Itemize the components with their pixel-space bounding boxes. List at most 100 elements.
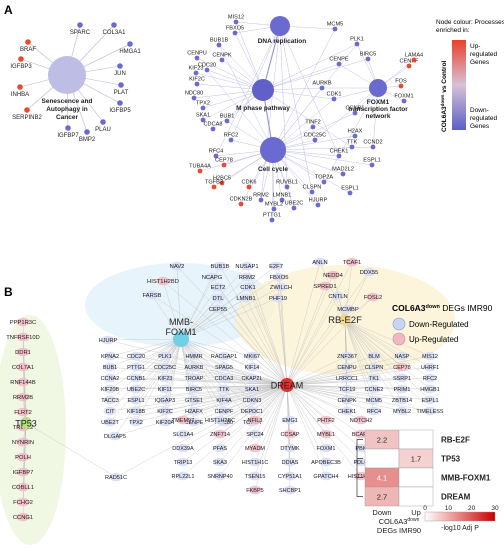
gene-label-phtf2: PHTF2 <box>317 418 334 424</box>
cycle-edge <box>262 58 369 91</box>
gene-label-cenpu: CENPU <box>337 365 356 371</box>
gene-label-cenpe: CENPE <box>185 420 204 426</box>
gene-node-depdc1 <box>245 406 259 416</box>
gene-node-pttg1 <box>269 217 275 223</box>
gene-label-hist1h2bd: HIST1H2BD <box>147 279 179 285</box>
gene-label-blm: BLM <box>368 354 380 360</box>
cycle-edge <box>272 149 373 166</box>
network-edge <box>344 319 431 357</box>
gene-label-cdc20: CDC20 <box>127 354 145 360</box>
gene-label-gpatch4: GPATCH4 <box>313 474 338 480</box>
gene-node-espl1 <box>129 395 143 405</box>
network-edge <box>217 308 288 386</box>
senescence-hub-label-3: Cancer <box>56 114 79 121</box>
gene-label-jun: JUN <box>114 71 126 77</box>
gene-node-h2afx <box>187 406 201 416</box>
gene-node-pbk <box>354 443 368 453</box>
heatmap-col-down: Down <box>372 508 391 517</box>
panel-a-label: A <box>4 3 13 17</box>
network-edge <box>180 297 219 340</box>
gene-node-hist1h2bc <box>213 415 227 425</box>
hub-m-phase <box>252 79 274 101</box>
gene-label-e2f7: E2F7 <box>269 264 283 270</box>
gene-node-kif4a <box>217 395 231 405</box>
network-edge <box>109 338 182 412</box>
cycle-edge <box>279 25 340 157</box>
legend-a-down-1: Down- <box>470 107 489 114</box>
gene-label-fcho2: FCHO2 <box>13 500 33 506</box>
gene-node-plk1 <box>158 351 172 361</box>
gene-node-cenpk <box>340 395 354 405</box>
gene-node-birc5 <box>365 56 371 62</box>
gene-label-slc1a4: SLC1A4 <box>173 432 194 438</box>
gene-node-cobll1 <box>16 482 30 492</box>
gene-label-kif2c: KIF2C <box>189 77 205 83</box>
gene-node-cdkn2b <box>238 201 244 207</box>
gene-node-mcm5 <box>332 26 338 32</box>
gene-node-plk1 <box>354 41 360 47</box>
gene-node-braf <box>25 39 31 45</box>
gene-node-lmnb1 <box>279 197 285 203</box>
network-edge <box>286 377 375 386</box>
gene-label-mcm5: MCM5 <box>366 398 382 404</box>
legend-b-down-label: Down-Regulated <box>409 320 469 329</box>
network-edge <box>114 384 288 437</box>
gene-node-col7a1 <box>16 362 30 372</box>
gene-node-dlgap5 <box>108 431 122 441</box>
gene-node-cep55 <box>211 304 225 314</box>
network-edge <box>22 381 27 424</box>
heatmap-cell <box>398 429 434 450</box>
gene-node-tmem97 <box>176 415 190 425</box>
heatmap-value: 4.1 <box>377 474 387 483</box>
network-edge <box>344 319 375 412</box>
gene-node-inhba <box>17 84 23 90</box>
gene-label-ccna2: CCNA2 <box>101 376 120 382</box>
network-edge <box>182 384 288 421</box>
gene-node-bcar3 <box>354 429 368 439</box>
hub-foxm1 <box>173 331 189 347</box>
gene-node-nusap1 <box>240 261 254 271</box>
legend-a-header-2: enriched in: <box>436 27 470 34</box>
legend-a-header-1: Node colour: Processes <box>436 19 504 26</box>
cycle-edge <box>262 89 335 100</box>
panel-b: B PPP1R3CTNFRSF10DDDR1COL7A1RNF144BRRM2B… <box>0 257 499 545</box>
panel-b-nodes: PPP1R3CTNFRSF10DDDR1COL7A1RNF144BRRM2BFL… <box>6 257 444 522</box>
tp53-region <box>0 315 66 545</box>
gene-node-ddx39a <box>176 443 190 453</box>
network-edge <box>182 384 288 435</box>
colorbar-tick-0: 0 <box>423 505 427 512</box>
gene-node-ccng1 <box>16 512 30 522</box>
gene-node-aurkb <box>319 85 325 91</box>
gene-label-espl1: ESPL1 <box>421 398 438 404</box>
gene-node-bub1 <box>224 118 230 124</box>
gene-label-kif23: KIF23 <box>158 376 173 382</box>
network-edge <box>109 338 182 368</box>
cycle-edge <box>279 25 288 188</box>
network-edge <box>254 384 288 491</box>
gene-node-kif23 <box>193 70 199 76</box>
gene-node-rfc4 <box>213 153 219 159</box>
gene-label-lmnb1: LMNB1 <box>236 296 255 302</box>
network-edge <box>180 338 225 401</box>
gene-node-pdlq <box>354 457 368 467</box>
gene-node-cenpf <box>406 63 412 69</box>
gene-label-kif20a: KIF20A <box>156 420 175 426</box>
gene-node-farsb <box>145 290 159 300</box>
gene-node-ccnd2 <box>370 144 376 150</box>
network-edge <box>286 271 370 386</box>
gene-node-hist1h4h <box>354 471 368 481</box>
gene-node-cenpe <box>336 61 342 67</box>
network-edge <box>286 295 339 386</box>
heatmap-col-up: Up <box>411 508 421 517</box>
gene-node-ncapg <box>205 272 219 282</box>
hub-foxm1-label-2: transcription factor <box>348 106 408 113</box>
gene-label-tnfrsf10d: TNFRSF10D <box>6 335 40 341</box>
network-edge <box>286 366 375 386</box>
gene-node-cep78 <box>221 162 227 168</box>
gene-node-cntln <box>331 291 345 301</box>
gene-node-dtymk <box>283 443 297 453</box>
gene-label-mcm5: MCM5 <box>327 22 343 28</box>
gene-label-spag5: SPAG5 <box>215 365 233 371</box>
gene-label-cyp51a1: CYP51A1 <box>278 474 302 480</box>
network-edge <box>180 338 253 357</box>
